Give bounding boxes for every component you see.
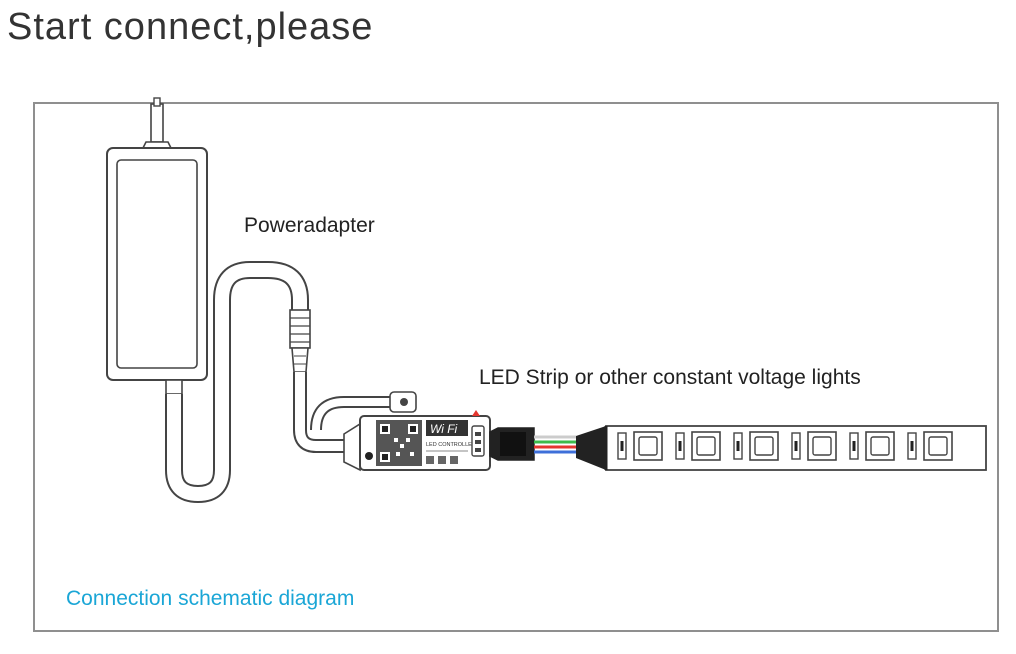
strip-resistor-mark [852, 441, 856, 451]
wifi-controller-icon: Wi Fi LED CONTROLLER [343, 410, 535, 472]
strip-led-lens [754, 436, 774, 456]
strip-led-lens [812, 436, 832, 456]
strip-led [923, 431, 953, 461]
power-adapter-label: Poweradapter [244, 214, 375, 237]
diagram-caption: Connection schematic diagram [66, 587, 355, 610]
strip-led-lens [638, 436, 658, 456]
strip-led [807, 431, 837, 461]
power-adapter-icon [106, 97, 208, 395]
diagram-frame [33, 102, 999, 632]
strip-resistor-mark [910, 441, 914, 451]
controller-model: LED CONTROLLER [426, 442, 476, 448]
strip-led [865, 431, 895, 461]
controller-input-cable [293, 372, 417, 453]
strip-resistor-mark [736, 441, 740, 451]
strip-led [691, 431, 721, 461]
controller-brand: Wi Fi [430, 422, 458, 436]
dc-connector-icon [289, 309, 311, 373]
adapter-cable [165, 261, 309, 504]
page-title: Start connect,please [7, 6, 374, 48]
led-strip-label: LED Strip or other constant voltage ligh… [479, 366, 861, 389]
strip-led-lens [870, 436, 890, 456]
strip-led-lens [696, 436, 716, 456]
strip-led [749, 431, 779, 461]
strip-resistor-mark [794, 441, 798, 451]
strip-resistor-mark [620, 441, 624, 451]
strip-resistor-mark [678, 441, 682, 451]
strip-led [633, 431, 663, 461]
rgb-wires [534, 435, 576, 454]
led-strip-icon [576, 425, 987, 471]
strip-led-lens [928, 436, 948, 456]
